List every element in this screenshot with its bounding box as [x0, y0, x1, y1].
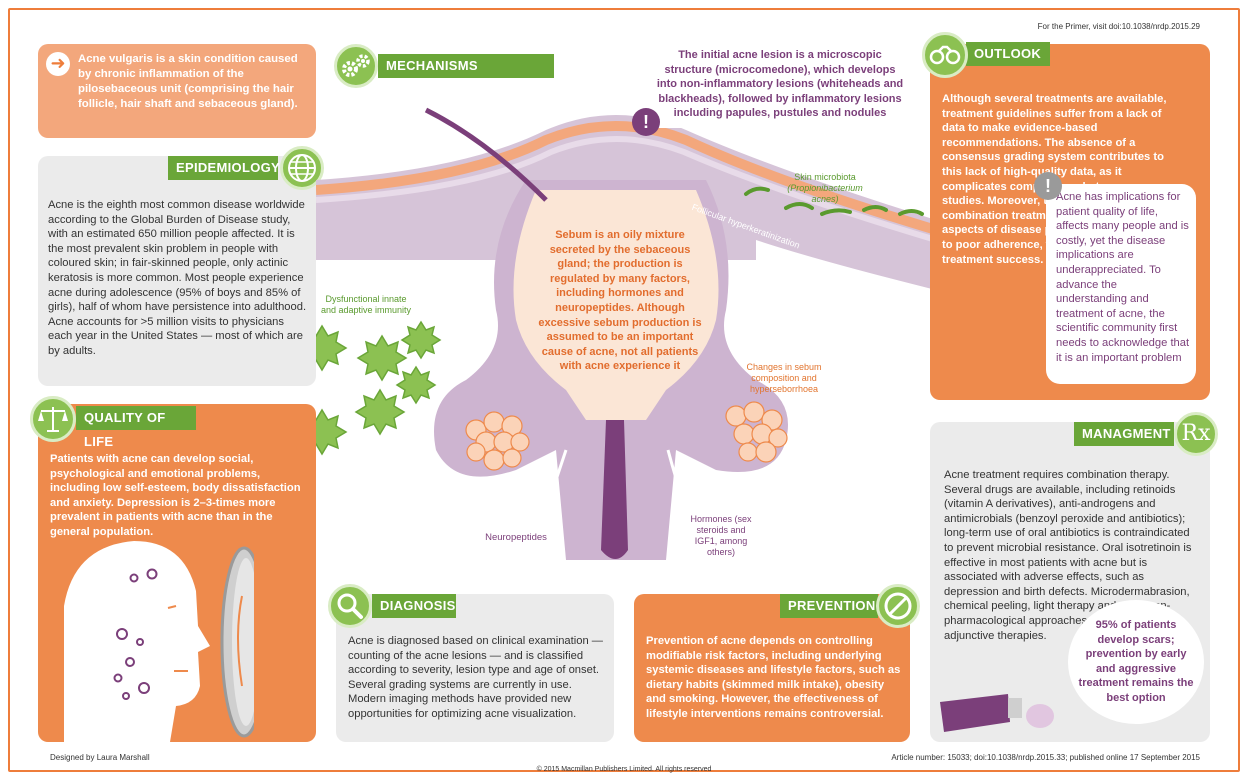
outlook-note-callout: Acne has implications for patient qualit…	[1046, 184, 1196, 384]
outlook-note-text: Acne has implications for patient qualit…	[1056, 191, 1190, 364]
face-mirror-illustration	[64, 541, 254, 742]
management-highlight-text: 95% of patients develop scars; preventio…	[1078, 619, 1194, 704]
management-title: MANAGMENT	[1074, 422, 1174, 446]
rx-icon: Rx	[1174, 412, 1218, 456]
prohibited-icon	[876, 584, 920, 628]
diagnosis-panel: Acne is diagnosed based on clinical exam…	[336, 594, 614, 742]
intro-panel: ➜ Acne vulgaris is a skin condition caus…	[38, 44, 316, 138]
article-reference[interactable]: Article number: 15033; doi:10.1038/nrdp.…	[891, 753, 1200, 762]
prevention-body: Prevention of acne depends on controllin…	[646, 635, 901, 720]
sebum-text: Sebum is an oily mixture secreted by the…	[538, 229, 702, 373]
page-frame	[8, 8, 1240, 772]
lesion-note-callout: The initial acne lesion is a microscopic…	[640, 42, 912, 128]
quality-of-life-body: Patients with acne can develop social, p…	[50, 453, 301, 538]
diagnosis-title: DIAGNOSIS	[372, 594, 456, 618]
magnifier-icon	[328, 584, 372, 628]
epidemiology-panel: Acne is the eighth most common disease w…	[38, 156, 316, 386]
primer-reference[interactable]: For the Primer, visit doi:10.1038/nrdp.2…	[1037, 22, 1200, 31]
neuropeptides-label: Neuropeptides	[485, 531, 547, 543]
management-body: Acne treatment requires combination ther…	[944, 469, 1192, 642]
management-highlight-callout: 95% of patients develop scars; preventio…	[1068, 600, 1204, 724]
ointment-tube-icon	[940, 694, 1054, 732]
neuropeptides-bubble: Neuropeptides	[472, 506, 560, 568]
sebum-change-label: Changes in sebum composition and hyperse…	[746, 362, 822, 394]
pilosebaceous-unit-illustration	[316, 107, 936, 560]
copyright: © 2015 Macmillan Publishers Limited. All…	[536, 766, 712, 773]
outlook-title: OUTLOOK	[966, 42, 1050, 66]
exclamation-icon: !	[1034, 172, 1062, 200]
management-panel: Acne treatment requires combination ther…	[930, 422, 1210, 742]
quality-of-life-panel: Patients with acne can develop social, p…	[38, 404, 316, 742]
epidemiology-title: EPIDEMIOLOGY	[168, 156, 280, 180]
lesion-note-text: The initial acne lesion is a microscopic…	[656, 49, 904, 120]
scales-icon	[30, 396, 76, 442]
epidemiology-body: Acne is the eighth most common disease w…	[48, 199, 307, 357]
designer-credit: Designed by Laura Marshall	[50, 753, 150, 762]
binoculars-icon	[922, 32, 968, 78]
microbiota-species: (Propionibacterium acnes)	[787, 183, 863, 204]
rx-symbol: Rx	[1181, 421, 1211, 446]
exclamation-icon: !	[632, 108, 660, 136]
gears-icon	[334, 44, 378, 88]
hormones-label: Hormones (sex steroids and IGF1, among o…	[690, 514, 752, 557]
immunity-label: Dysfunctional innate and adaptive immuni…	[320, 294, 412, 315]
hormones-bubble: Hormones (sex steroids and IGF1, among o…	[676, 500, 766, 572]
microbiota-label: Skin microbiota (Propionibacterium acnes…	[784, 172, 866, 205]
microbiota-label-text: Skin microbiota	[794, 172, 856, 182]
intro-text: Acne vulgaris is a skin condition caused…	[78, 53, 298, 110]
quality-of-life-title: QUALITY OF LIFE	[76, 406, 196, 449]
prevention-panel: Prevention of acne depends on controllin…	[634, 594, 910, 742]
diagnosis-body: Acne is diagnosed based on clinical exam…	[348, 635, 603, 720]
prevention-title: PREVENTION	[780, 594, 878, 618]
mechanisms-title: MECHANISMS	[378, 54, 554, 78]
arrow-right-icon: ➜	[46, 52, 70, 76]
